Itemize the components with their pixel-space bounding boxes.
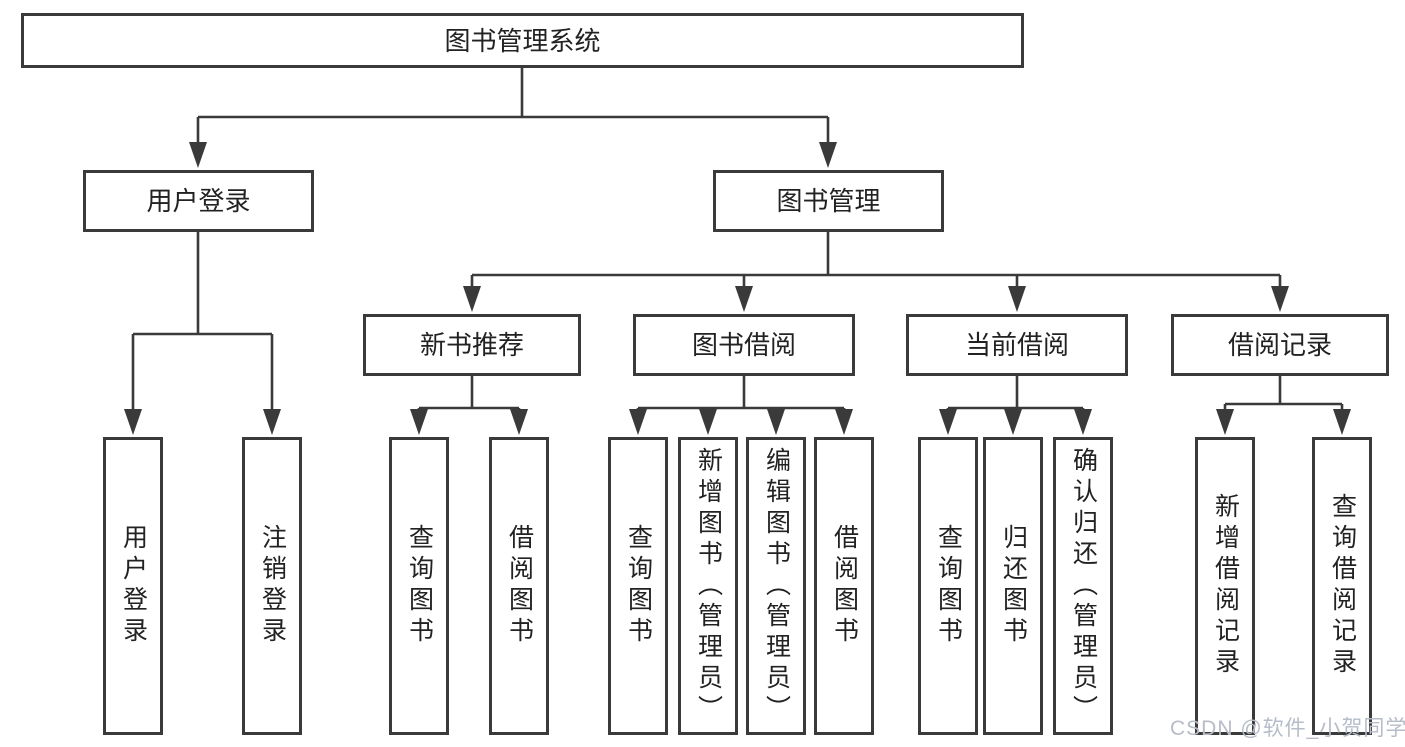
node-user-login: 用户登录 <box>83 170 314 232</box>
leaf-query-borrow-record: 查询借阅记录 <box>1312 437 1372 735</box>
node-label: 图书借阅 <box>691 330 796 360</box>
leaf-logout: 注销登录 <box>242 437 302 735</box>
node-label: 查询借阅记录 <box>1328 493 1357 679</box>
node-label: 查询图书 <box>624 524 653 648</box>
leaf-user-login: 用户登录 <box>103 437 163 735</box>
leaf-add-book-admin: 新增图书（管理员） <box>678 437 738 735</box>
node-label: 新增借阅记录 <box>1211 493 1240 679</box>
node-label: 查询图书 <box>405 524 434 648</box>
node-borrowing-records: 借阅记录 <box>1171 314 1389 376</box>
node-book-management: 图书管理 <box>713 170 944 232</box>
leaf-return-book: 归还图书 <box>983 437 1043 735</box>
node-label: 新书推荐 <box>419 330 524 360</box>
node-label: 图书管理系统 <box>444 25 601 56</box>
leaf-edit-book-admin: 编辑图书（管理员） <box>746 437 806 735</box>
node-label: 图书管理 <box>776 186 881 216</box>
node-label: 借阅记录 <box>1227 330 1332 360</box>
leaf-query-books-recommend: 查询图书 <box>389 437 449 735</box>
node-book-borrowing: 图书借阅 <box>633 314 855 376</box>
node-label: 编辑图书（管理员） <box>762 446 791 726</box>
node-label: 确认归还（管理员） <box>1069 446 1098 726</box>
leaf-confirm-return-admin: 确认归还（管理员） <box>1053 437 1113 735</box>
arrowheads <box>124 142 1351 435</box>
node-label: 查询图书 <box>934 524 963 648</box>
node-label: 用户登录 <box>119 524 148 648</box>
leaf-query-books-borrow: 查询图书 <box>608 437 668 735</box>
node-current-borrowing: 当前借阅 <box>906 314 1128 376</box>
leaf-add-borrow-record: 新增借阅记录 <box>1195 437 1255 735</box>
leaf-borrow-books-recommend: 借阅图书 <box>489 437 549 735</box>
csdn-watermark: CSDN @软件_小贺同学 <box>1170 717 1405 740</box>
node-label: 新增图书（管理员） <box>694 446 723 726</box>
node-library-management-system: 图书管理系统 <box>21 13 1024 68</box>
node-label: 用户登录 <box>146 186 251 216</box>
leaf-borrow-books: 借阅图书 <box>814 437 874 735</box>
leaf-query-books-current: 查询图书 <box>918 437 978 735</box>
node-label: 借阅图书 <box>505 524 534 648</box>
node-label: 归还图书 <box>999 524 1028 648</box>
node-label: 借阅图书 <box>830 524 859 648</box>
node-label: 当前借阅 <box>964 330 1069 360</box>
node-new-book-recommendation: 新书推荐 <box>363 314 581 376</box>
node-label: 注销登录 <box>258 524 287 648</box>
